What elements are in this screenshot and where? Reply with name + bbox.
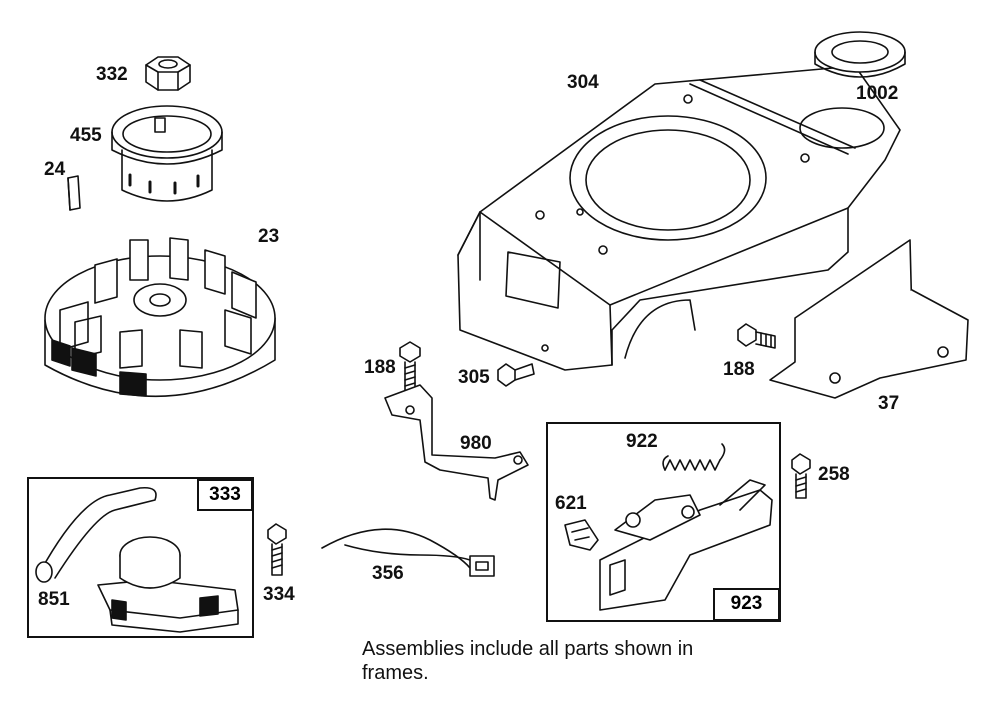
callout-455: 455 xyxy=(70,125,102,146)
armature-assembly-number: 333 xyxy=(197,479,253,511)
armature-part xyxy=(35,486,239,633)
clip-part xyxy=(564,519,599,551)
callout-24: 24 xyxy=(44,159,66,180)
callout-980: 980 xyxy=(460,433,492,454)
callout-621: 621 xyxy=(555,493,587,514)
callout-1002: 1002 xyxy=(856,83,899,104)
callout-258: 258 xyxy=(818,464,850,485)
callout-188-left: 188 xyxy=(364,357,396,378)
callout-188-right: 188 xyxy=(723,359,755,380)
flywheel-part xyxy=(44,237,276,398)
assemblies-note: Assemblies include all parts shown in fr… xyxy=(362,638,694,684)
screw-part-right xyxy=(737,323,776,349)
callout-37: 37 xyxy=(878,393,900,414)
bracket-part xyxy=(384,384,529,501)
flywheel-key-part xyxy=(67,175,81,211)
callout-356: 356 xyxy=(372,563,404,584)
grommet-part xyxy=(814,31,906,78)
blower-housing-part xyxy=(457,65,901,371)
callout-304: 304 xyxy=(567,72,599,93)
callout-334: 334 xyxy=(263,584,295,605)
screw-part-334 xyxy=(267,523,287,576)
governor-assembly-frame xyxy=(546,422,781,622)
ignition-assembly-frame xyxy=(27,477,254,638)
governor-assembly-number: 923 xyxy=(713,588,780,621)
air-guide-part xyxy=(769,239,969,399)
callout-332: 332 xyxy=(96,64,128,85)
screw-part-left xyxy=(399,341,421,393)
callout-305: 305 xyxy=(458,367,490,388)
governor-plate-part xyxy=(599,479,773,611)
callout-922: 922 xyxy=(626,431,658,452)
screw-part-305 xyxy=(497,363,535,387)
ground-wire-part xyxy=(321,528,495,577)
callout-851: 851 xyxy=(38,589,70,610)
screw-part-258 xyxy=(791,453,811,499)
spring-part xyxy=(662,443,726,471)
hex-nut-part xyxy=(145,56,191,91)
callout-23: 23 xyxy=(258,226,280,247)
starter-cup-part xyxy=(111,105,223,202)
